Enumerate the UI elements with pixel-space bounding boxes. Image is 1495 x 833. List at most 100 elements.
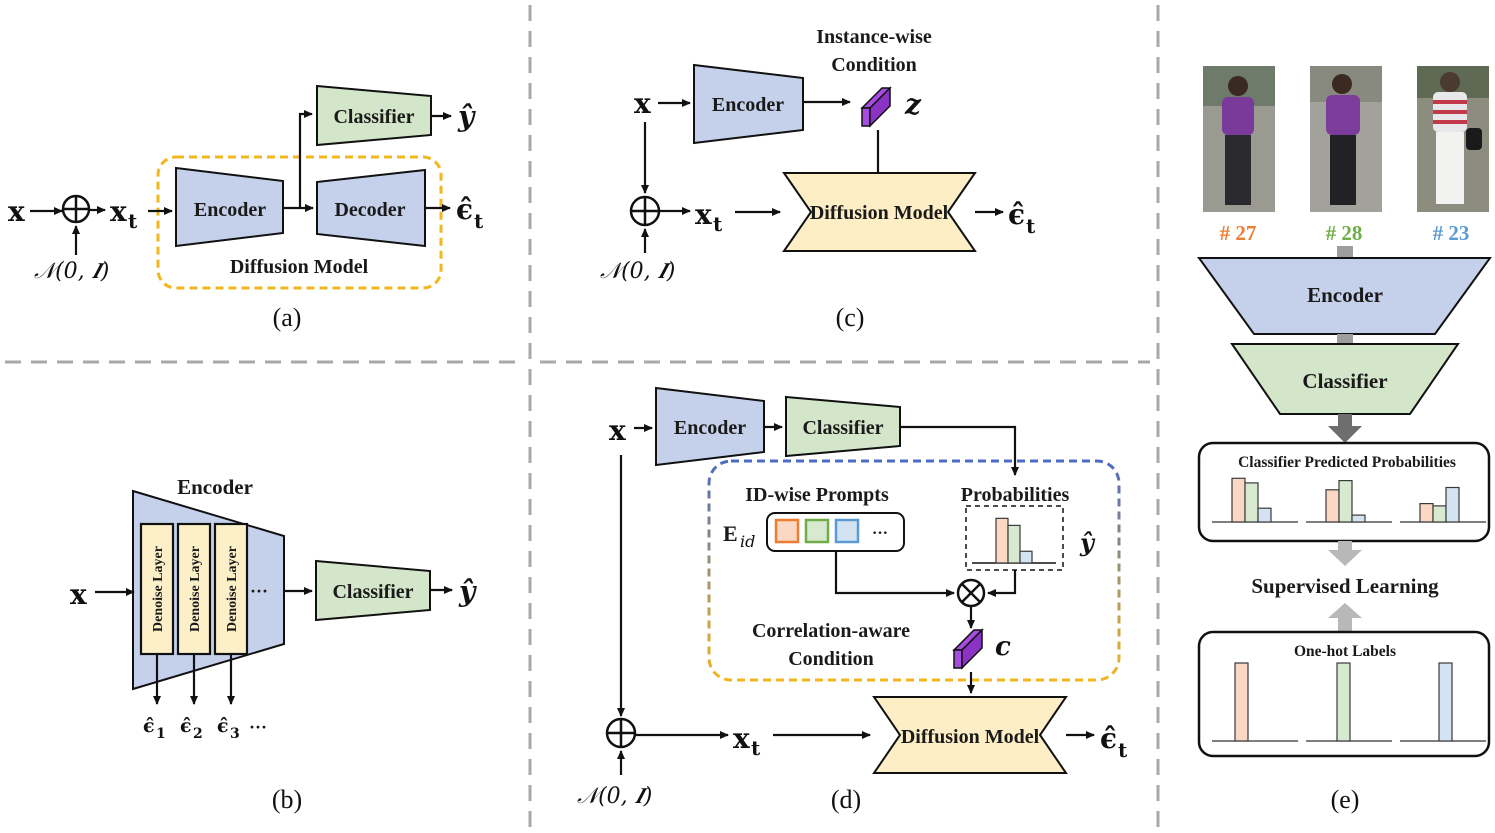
noise-distribution: 𝒩(0, 𝑰)	[577, 784, 652, 809]
svg-text:Decoder: Decoder	[334, 199, 405, 221]
condition-container	[707, 459, 1121, 682]
x-input: x	[70, 578, 87, 611]
layers-ellipsis: ···	[250, 581, 268, 601]
svg-text:Denoise Layer: Denoise Layer	[151, 546, 166, 632]
x-input: x	[8, 195, 25, 228]
person-image	[1203, 66, 1275, 212]
person-image	[1417, 66, 1489, 212]
e-id-label: E	[723, 521, 738, 546]
probability-bar	[1438, 662, 1453, 742]
encoder-block: Encoder	[175, 166, 284, 248]
svg-text:Encoder: Encoder	[674, 417, 746, 439]
eps-hat-output: ϵ̂	[1100, 722, 1117, 755]
svg-text:id: id	[740, 532, 755, 551]
add-noise-icon	[605, 717, 637, 749]
probability-bar	[1445, 486, 1460, 523]
svg-text:Denoise Layer: Denoise Layer	[188, 546, 203, 632]
svg-text:Encoder: Encoder	[712, 94, 784, 116]
xt-label: x	[695, 198, 712, 231]
svg-text:Denoise Layer: Denoise Layer	[225, 546, 240, 632]
multiply-icon	[956, 578, 986, 608]
probability-bar	[1338, 480, 1353, 523]
probability-bar	[995, 517, 1009, 564]
y-hat-output: ŷ	[458, 575, 477, 608]
panel-e: # 27 # 28 # 23 Encoder Classifier Classi…	[1197, 66, 1492, 814]
caption-e: (e)	[1331, 785, 1360, 814]
eps-hat-output: ϵ̂	[456, 193, 473, 226]
svg-text:Classifier Predicted Probabili: Classifier Predicted Probabilities	[1238, 454, 1456, 471]
add-noise-icon	[629, 195, 661, 227]
xt-label: x	[733, 722, 750, 755]
svg-text:Condition: Condition	[831, 54, 917, 76]
denoise-layer: Denoise Layer	[213, 522, 249, 656]
svg-text:t: t	[1118, 738, 1128, 762]
svg-text:Encoder: Encoder	[177, 475, 253, 499]
probability-bar	[1325, 489, 1340, 523]
svg-text:Classifier: Classifier	[1302, 369, 1387, 393]
svg-text:t: t	[751, 736, 761, 760]
svg-text:Classifier: Classifier	[802, 417, 883, 439]
svg-text:···: ···	[872, 525, 888, 542]
condition-label: Correlation-aware	[752, 620, 910, 642]
x-input: x	[609, 414, 626, 447]
prompt-token	[834, 518, 860, 544]
y-hat-output: ŷ	[457, 100, 476, 133]
eps-hat-output: ϵ̂	[1008, 198, 1025, 231]
svg-text:Diffusion Model: Diffusion Model	[901, 726, 1040, 748]
svg-text:Classifier: Classifier	[332, 581, 413, 603]
denoise-layer: Denoise Layer	[139, 522, 175, 656]
probability-bar	[1432, 505, 1447, 523]
probability-bar	[1019, 550, 1033, 564]
supervised-learning-label: Supervised Learning	[1251, 574, 1439, 598]
encoder-block: Encoder	[1197, 257, 1492, 335]
caption-d: (d)	[831, 785, 861, 814]
person-image	[1310, 66, 1382, 212]
encoder-block: Encoder	[693, 63, 804, 145]
svg-text:t: t	[713, 212, 723, 236]
probability-bar	[1336, 662, 1351, 742]
caption-c: (c)	[836, 303, 865, 332]
panel-d: x Encoder Classifier ID-wise Prompts E i…	[577, 386, 1128, 814]
probability-bar	[1257, 507, 1272, 523]
svg-text:ϵ̂: ϵ̂	[143, 715, 155, 737]
svg-text:Encoder: Encoder	[194, 199, 266, 221]
prompt-token	[804, 518, 830, 544]
panel-separators	[5, 5, 1160, 828]
probabilities-label: Probabilities	[961, 484, 1070, 506]
eps-outputs: ϵ̂ 1 ϵ̂ 2 ϵ̂ 3 ···	[143, 715, 267, 742]
panel-a: x 𝒩(0, 𝑰) x t Encoder Decoder Classifier…	[8, 84, 484, 332]
diffusion-model-block: Diffusion Model	[872, 696, 1068, 774]
svg-text:2: 2	[193, 726, 203, 742]
condition-z-icon	[860, 86, 892, 128]
svg-text:t: t	[1026, 214, 1036, 238]
classifier-block: Classifier	[315, 559, 431, 622]
diffusion-model-block: Diffusion Model	[782, 172, 977, 252]
svg-text:Diffusion Model: Diffusion Model	[810, 202, 949, 224]
diffusion-model-label: Diffusion Model	[230, 256, 369, 278]
classifier-block: Classifier	[316, 84, 432, 147]
probability-bar	[1244, 482, 1259, 523]
id-label: # 28	[1326, 221, 1363, 245]
id-prompt-bank: ···	[766, 512, 905, 552]
svg-text:···: ···	[249, 717, 267, 737]
id-label: # 27	[1220, 221, 1257, 245]
svg-text:ϵ̂: ϵ̂	[180, 715, 192, 737]
svg-text:ϵ̂: ϵ̂	[217, 715, 229, 737]
denoise-layer: Denoise Layer	[176, 522, 212, 656]
svg-text:Condition: Condition	[788, 648, 874, 670]
svg-text:Classifier: Classifier	[333, 106, 414, 128]
id-prompts-label: ID-wise Prompts	[745, 484, 889, 506]
svg-text:3: 3	[230, 726, 240, 742]
noise-distribution: 𝒩(0, 𝑰)	[600, 259, 675, 284]
classifier-block: Classifier	[785, 395, 901, 458]
svg-text:1: 1	[156, 726, 166, 742]
panel-b: Encoder x Denoise Layer Denoise Layer De…	[70, 475, 477, 814]
svg-text:One-hot Labels: One-hot Labels	[1294, 643, 1396, 660]
probabilities-chart	[965, 505, 1064, 571]
classifier-block: Classifier	[1230, 343, 1460, 415]
add-noise-icon	[61, 194, 91, 224]
probability-bar	[1231, 477, 1246, 523]
panel-c: Instance-wise Condition x Encoder z 𝒩(0,…	[600, 26, 1036, 332]
probability-bar	[1419, 503, 1434, 523]
